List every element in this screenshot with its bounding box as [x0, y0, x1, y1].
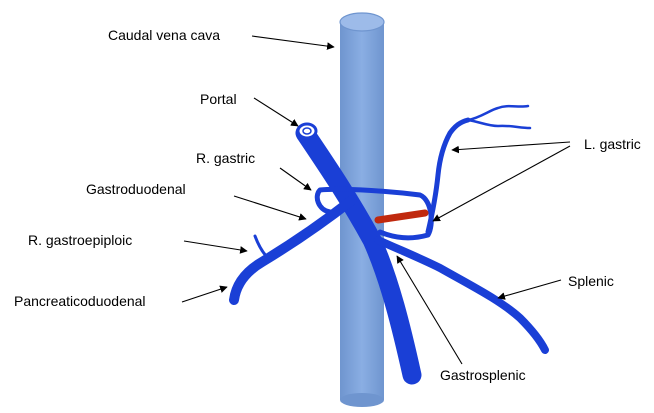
- arrow-l-gastric-upper: [452, 142, 570, 150]
- label-l-gastric: L. gastric: [584, 136, 641, 152]
- l-gastric-branch-lower: [468, 120, 530, 128]
- arrow-pancreaticoduodenal: [182, 287, 227, 302]
- portal-vein-cut-end: [298, 124, 316, 138]
- arrow-l-gastric-lower: [433, 146, 570, 221]
- highlighted-red-vessel: [378, 213, 425, 220]
- label-pancreaticoduodenal: Pancreaticoduodenal: [14, 293, 146, 309]
- arrow-splenic: [498, 280, 561, 298]
- arrow-portal: [254, 98, 298, 126]
- label-gastrosplenic: Gastrosplenic: [440, 367, 526, 383]
- arrow-r-gastric: [280, 168, 311, 190]
- label-r-gastric: R. gastric: [196, 150, 255, 166]
- arrow-gastroduodenal: [234, 196, 306, 219]
- label-caudal-vena-cava: Caudal vena cava: [108, 27, 220, 43]
- label-portal: Portal: [200, 91, 237, 107]
- arrow-r-gastroepiploic: [184, 241, 247, 251]
- l-gastric-branch-upper: [468, 106, 528, 120]
- label-splenic: Splenic: [568, 273, 614, 289]
- l-gastric-vein: [428, 120, 468, 232]
- label-gastroduodenal: Gastroduodenal: [86, 181, 186, 197]
- arrow-caudal-vena-cava: [252, 36, 334, 47]
- label-r-gastroepiploic: R. gastroepiploic: [28, 232, 132, 248]
- r-gastroepiploic-vein: [255, 236, 268, 258]
